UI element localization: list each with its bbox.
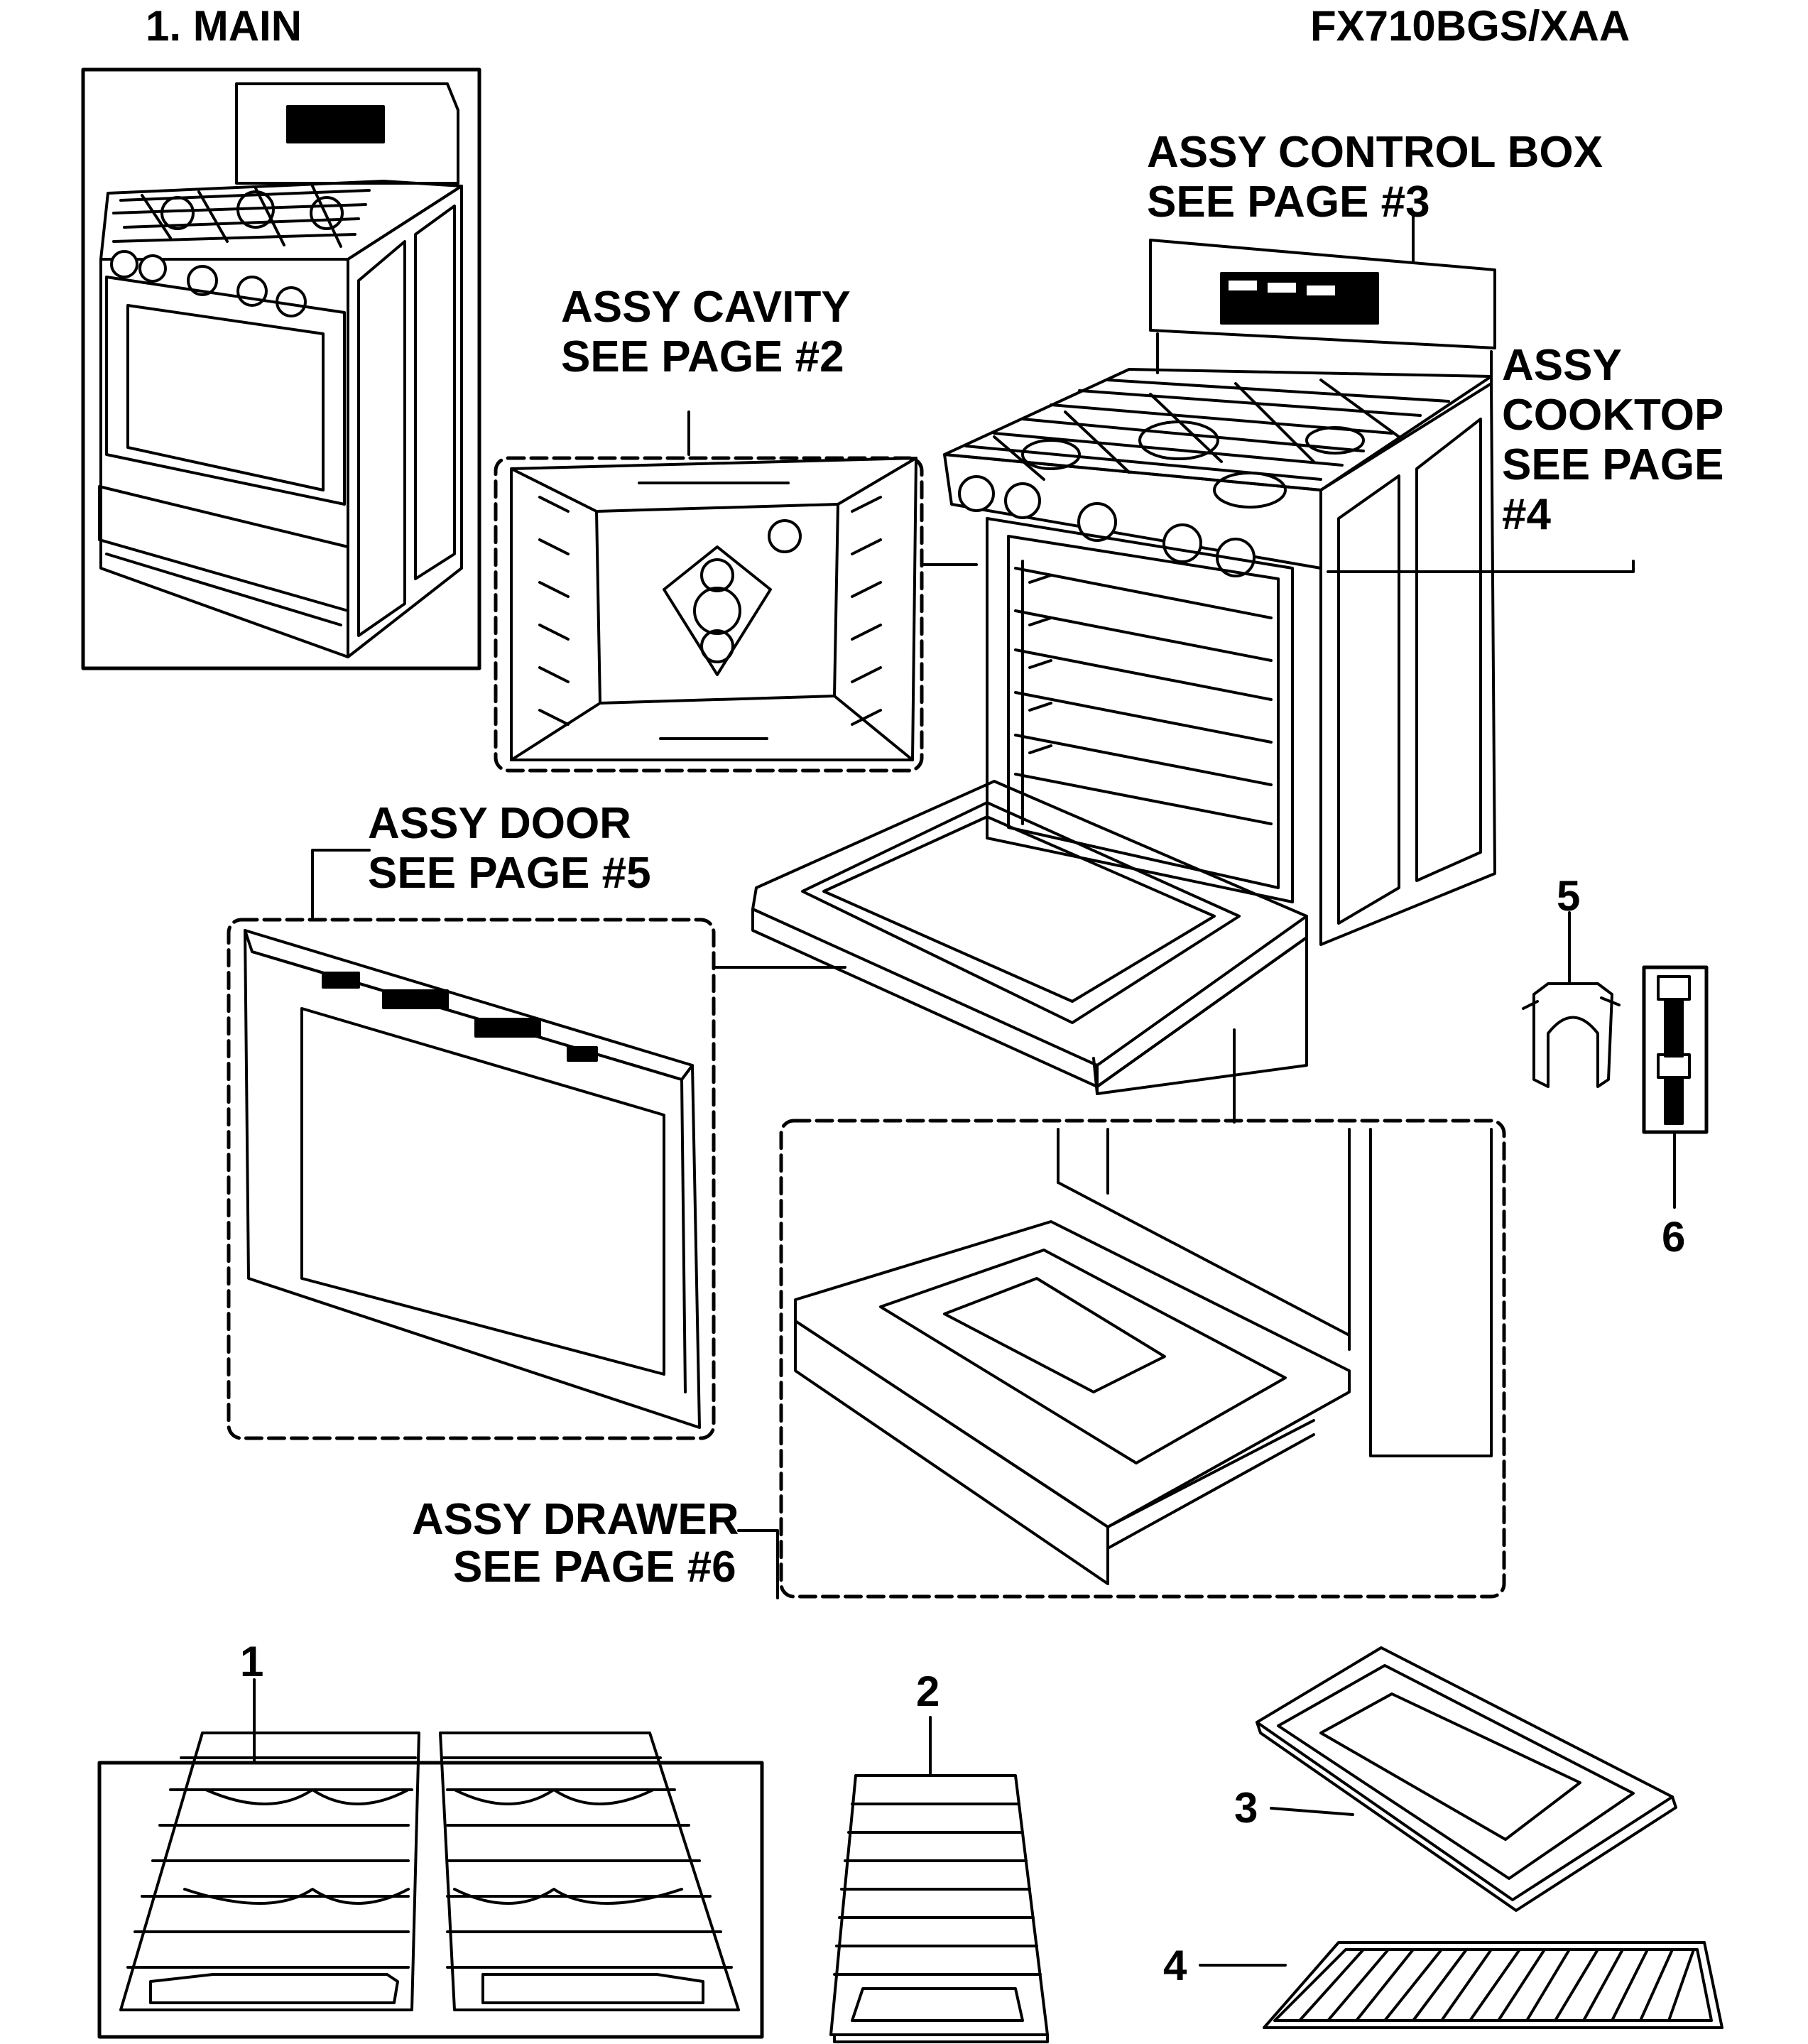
- part-2-center-grate: [829, 1716, 1049, 2043]
- door-label-line2: SEE PAGE #5: [368, 849, 651, 898]
- cooktop-label-line1: ASSY: [1502, 341, 1622, 390]
- main-range-illustration: [751, 239, 1496, 1095]
- section-title: 1. MAIN: [146, 2, 303, 50]
- door-box: [227, 849, 846, 1440]
- door-leader: [311, 849, 371, 921]
- part-6-bolts: [1642, 965, 1709, 1209]
- cavity-label-line2: SEE PAGE #2: [561, 332, 844, 381]
- control-box-label-line2: SEE PAGE #3: [1147, 178, 1430, 227]
- drawer-leader: [737, 1529, 779, 1599]
- cooktop-label-line3: SEE PAGE: [1502, 440, 1724, 489]
- control-box-label-line1: ASSY CONTROL BOX: [1147, 128, 1603, 177]
- part-1-cooktop-grates: [97, 1678, 764, 2039]
- part-number-6: 6: [1662, 1213, 1686, 1261]
- part-number-3: 3: [1234, 1784, 1258, 1832]
- drawer-label-line2: SEE PAGE #6: [453, 1543, 736, 1592]
- drawer-label-line1: ASSY DRAWER: [412, 1495, 739, 1544]
- cooktop-label-line4: #4: [1502, 490, 1551, 539]
- part-3-broiler-pan: [1256, 1646, 1677, 1912]
- drawer-box: [737, 1028, 1506, 1599]
- model-number: FX710BGS/XAA: [1310, 2, 1630, 50]
- part-5-bracket: [1522, 911, 1621, 1088]
- part-4-oven-rack: [1199, 1941, 1723, 2029]
- cavity-box: [494, 411, 978, 773]
- part-number-5: 5: [1557, 872, 1581, 920]
- thumbnail-range-box: [81, 67, 481, 670]
- door-label-line1: ASSY DOOR: [368, 799, 631, 848]
- part-number-2: 2: [916, 1668, 940, 1715]
- part-number-4: 4: [1163, 1942, 1187, 1989]
- cooktop-label-line2: COOKTOP: [1502, 391, 1724, 440]
- thumbnail-range-illustration: [98, 82, 463, 658]
- cooktop-leader: [1327, 560, 1635, 573]
- cavity-label-line1: ASSY CAVITY: [561, 283, 851, 332]
- part-number-1: 1: [240, 1638, 264, 1685]
